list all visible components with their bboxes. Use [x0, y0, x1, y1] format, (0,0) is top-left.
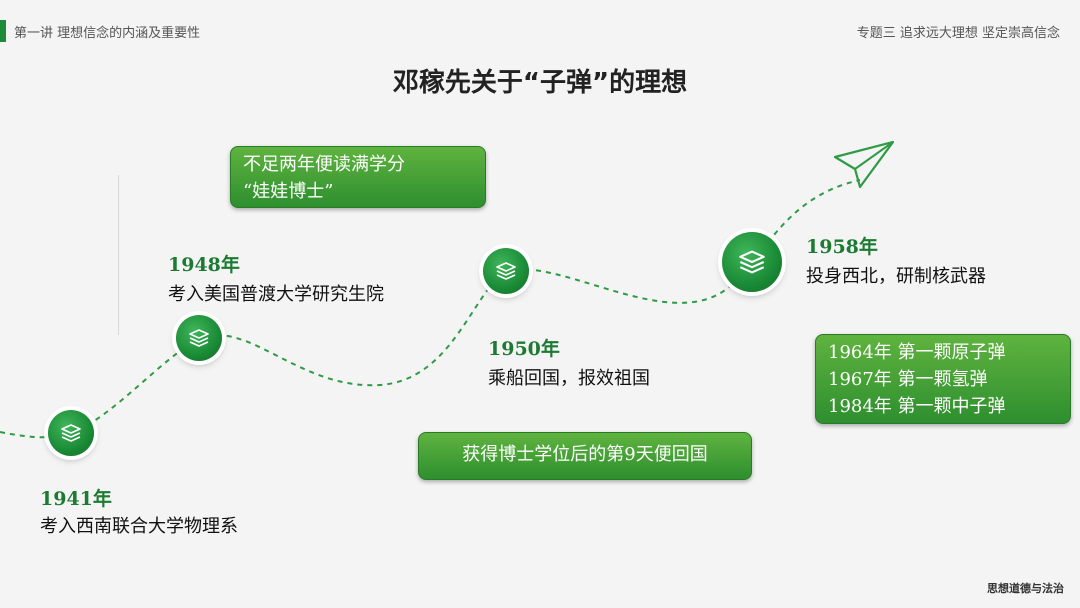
callout-return: 获得博士学位后的第9天便回国 — [418, 432, 752, 480]
callout-doctor: 不足两年便读满学分 “娃娃博士” — [230, 146, 486, 208]
layers-icon — [61, 424, 81, 442]
layers-icon — [739, 250, 765, 274]
timeline-node-1948 — [176, 315, 222, 361]
callout-doctor-line2: “娃娃博士” — [243, 181, 334, 202]
footer-course-name: 思想道德与法治 — [987, 582, 1064, 595]
milestone-text-1941: 考入西南联合大学物理系 — [40, 516, 238, 537]
header-topic-title: 专题三 追求远大理想 坚定崇高信念 — [856, 26, 1060, 41]
milestone-year-1948: 1948年 — [168, 254, 240, 276]
timeline-node-1958 — [722, 232, 782, 292]
paper-plane-icon — [833, 140, 895, 189]
milestone-text-1948: 考入美国普渡大学研究生院 — [168, 284, 384, 305]
callout-bomb-1964: 1964年 第一颗原子弹 — [828, 342, 1006, 363]
timeline-node-1941 — [48, 410, 94, 456]
milestone-year-1941: 1941年 — [40, 488, 112, 510]
callout-return-text: 获得博士学位后的第9天便回国 — [462, 444, 708, 465]
header-lecture-title: 第一讲 理想信念的内涵及重要性 — [14, 26, 201, 41]
milestone-text-1958: 投身西北，研制核武器 — [806, 266, 986, 287]
layers-icon — [496, 262, 516, 280]
timeline-node-1950 — [483, 248, 529, 294]
milestone-year-1950: 1950年 — [488, 338, 560, 360]
callout-bombs: 1964年 第一颗原子弹 1967年 第一颗氢弹 1984年 第一颗中子弹 — [815, 334, 1071, 424]
callout-bomb-1984: 1984年 第一颗中子弹 — [828, 396, 1006, 417]
page-title: 邓稼先关于“子弹”的理想 — [392, 68, 688, 98]
header-accent-bar — [0, 20, 6, 42]
callout-doctor-line1: 不足两年便读满学分 — [243, 154, 405, 175]
milestone-year-1958: 1958年 — [806, 236, 878, 258]
layers-icon — [189, 329, 209, 347]
callout-bomb-1967: 1967年 第一颗氢弹 — [828, 369, 988, 390]
milestone-text-1950: 乘船回国，报效祖国 — [488, 368, 650, 389]
divider-line — [118, 175, 119, 335]
